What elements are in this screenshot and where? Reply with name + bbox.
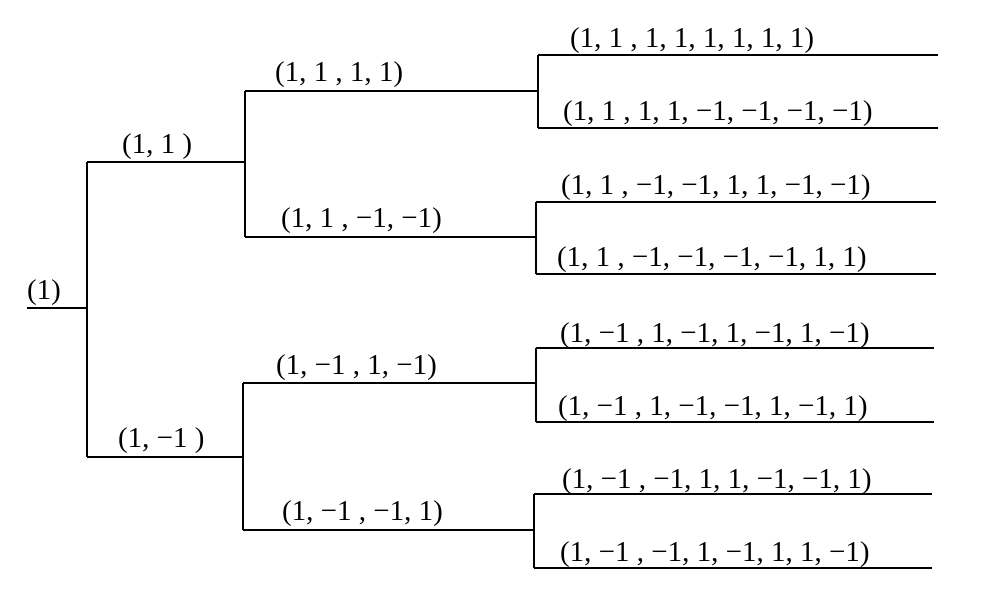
level3-label-5: (1, −1 , 1, −1, 1, −1, 1, −1) bbox=[560, 317, 869, 349]
level1-label-1: (1, 1 ) bbox=[122, 128, 192, 160]
level3-label-6: (1, −1 , 1, −1, −1, 1, −1, 1) bbox=[558, 390, 867, 422]
level1-label-2: (1, −1 ) bbox=[118, 422, 204, 454]
level3-label-8: (1, −1 , −1, 1, −1, 1, 1, −1) bbox=[560, 536, 869, 568]
root-label: (1) bbox=[27, 274, 61, 306]
level3-label-4: (1, 1 , −1, −1, −1, −1, 1, 1) bbox=[557, 241, 866, 273]
level3-label-2: (1, 1 , 1, 1, −1, −1, −1, −1) bbox=[563, 95, 872, 127]
level2-label-3: (1, −1 , 1, −1) bbox=[276, 349, 437, 381]
level2-label-1: (1, 1 , 1, 1) bbox=[275, 56, 403, 88]
level3-label-7: (1, −1 , −1, 1, 1, −1, −1, 1) bbox=[562, 463, 871, 495]
level2-label-2: (1, 1 , −1, −1) bbox=[281, 202, 442, 234]
level3-label-3: (1, 1 , −1, −1, 1, 1, −1, −1) bbox=[561, 169, 870, 201]
level3-label-1: (1, 1 , 1, 1, 1, 1, 1, 1) bbox=[570, 22, 814, 54]
level2-label-4: (1, −1 , −1, 1) bbox=[282, 495, 443, 527]
